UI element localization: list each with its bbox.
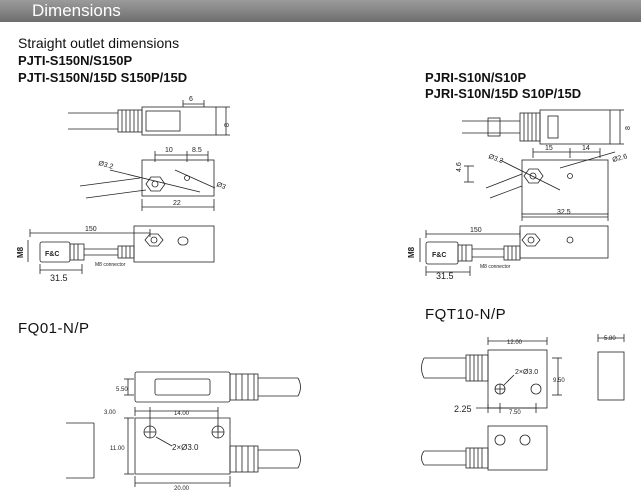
dim-pjti-31-5: 31.5 xyxy=(50,273,68,283)
header-bar: Dimensions xyxy=(0,0,641,22)
fq01-title: FQ01-N/P xyxy=(18,320,90,337)
dim-pjti-10: 10 xyxy=(165,147,173,154)
connector-pjri: M8 connector xyxy=(480,264,511,270)
dim-fq01-14-00: 14.00 xyxy=(174,411,190,417)
dim-pjri-m8: M8 xyxy=(407,246,416,258)
dim-pjri-31-5: 31.5 xyxy=(436,271,454,281)
dim-fqt10-7-50: 7.50 xyxy=(509,410,521,416)
dim-pjti-m8: M8 xyxy=(16,246,25,258)
dim-pjri-8: 8 xyxy=(625,126,632,130)
connector-pjti: M8 connector xyxy=(95,262,126,268)
fqt10-bottom-view xyxy=(421,425,548,471)
dim-pjri-150: 150 xyxy=(470,227,482,234)
dim-pjti-dia-3-2: Ø3.2 xyxy=(97,160,114,171)
pjri-front-view xyxy=(464,148,616,221)
pjti-top-view xyxy=(68,100,230,136)
dim-pjti-dia-3: Ø3 xyxy=(215,181,226,191)
dim-fqt10-5-80: 5.80 xyxy=(604,336,616,342)
dim-pjri-14: 14 xyxy=(582,145,590,152)
fq01-front-view xyxy=(66,407,301,487)
dim-fq01-3-00: 3.00 xyxy=(104,410,116,416)
dim-fqt10-2-25: 2.25 xyxy=(454,404,472,414)
dim-fq01-5-50: 5.50 xyxy=(116,387,128,393)
dim-fqt10-9-50: 9.50 xyxy=(553,378,565,384)
fqt10-side-view xyxy=(597,334,625,401)
dim-pjri-32-5: 32.5 xyxy=(557,209,571,216)
dim-pjri-4-6: 4.6 xyxy=(456,162,463,172)
dim-pjri-dia-2-6: Ø2.6 xyxy=(612,153,629,164)
pjti-side-view xyxy=(27,225,215,274)
model-pjri-line1: PJRI-S10N/S10P xyxy=(425,70,527,85)
dim-pjti-8-5: 8.5 xyxy=(192,147,202,154)
model-pjri-line2: PJRI-S10N/15D S10P/15D xyxy=(425,86,582,101)
pjti-front-view xyxy=(79,151,216,211)
dim-fq01-11-00: 11.00 xyxy=(110,446,125,452)
pjri-side-view xyxy=(419,225,609,276)
dim-fqt10-holes: 2×Ø3.0 xyxy=(515,369,538,376)
dim-fqt10-12-00: 12.00 xyxy=(507,340,523,346)
straight-outlet-heading: Straight outlet dimensions xyxy=(18,35,180,51)
fqt10-title: FQT10-N/P xyxy=(425,306,507,323)
dim-fq01-holes: 2×Ø3.0 xyxy=(172,443,199,452)
dim-pjti-8: 8 xyxy=(224,123,231,127)
dim-pjti-6: 6 xyxy=(189,96,193,103)
dim-pjri-dia-3-2: Ø3.2 xyxy=(487,153,504,165)
pjri-top-view xyxy=(462,109,624,145)
dim-pjti-150: 150 xyxy=(85,226,97,233)
dim-fq01-20-00: 20.00 xyxy=(174,486,190,492)
model-pjti-line2: PJTI-S150N/15D S150P/15D xyxy=(18,70,188,85)
fqt10-top-view xyxy=(421,337,562,413)
header-title: Dimensions xyxy=(32,1,121,20)
dim-pjti-22: 22 xyxy=(173,200,181,207)
fq01-side-view xyxy=(124,371,301,403)
brand-pjti: F&C xyxy=(45,251,59,258)
dim-pjri-15: 15 xyxy=(545,145,553,152)
brand-pjri: F&C xyxy=(432,252,446,259)
model-pjti-line1: PJTI-S150N/S150P xyxy=(18,53,133,68)
